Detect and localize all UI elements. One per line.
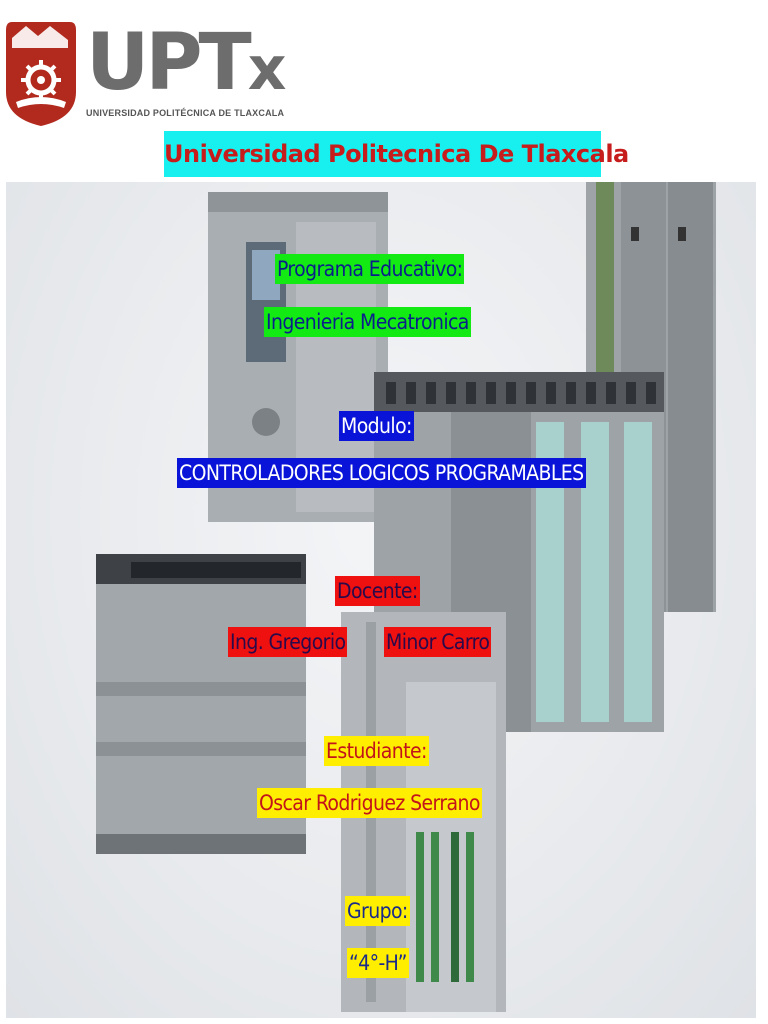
logo-subtitle: UNIVERSIDAD POLITÉCNICA DE TLAXCALA <box>86 108 285 118</box>
teacher-label: Docente: <box>335 576 420 606</box>
module-value: CONTROLADORES LOGICOS PROGRAMABLES <box>177 458 586 488</box>
university-title: Universidad Politecnica De Tlaxcala <box>164 131 629 177</box>
university-logo: UPTx UNIVERSIDAD POLITÉCNICA DE TLAXCALA <box>6 20 296 130</box>
student-value: Oscar Rodriguez Serrano <box>257 788 482 818</box>
program-label: Programa Educativo: <box>275 254 465 284</box>
plc-hardware-illustration <box>96 182 716 1012</box>
student-label: Estudiante: <box>324 736 429 766</box>
teacher-first-name: Ing. Gregorio <box>228 627 348 657</box>
group-label: Grupo: <box>345 896 410 926</box>
teacher-last-name: Minor Carro <box>384 627 492 657</box>
logo-wordmark: UPTx <box>86 18 287 108</box>
group-value: “4°-H” <box>347 948 409 978</box>
program-value: Ingenieria Mecatronica <box>264 307 471 337</box>
uptx-emblem-icon <box>6 22 76 126</box>
module-label: Modulo: <box>339 411 414 441</box>
